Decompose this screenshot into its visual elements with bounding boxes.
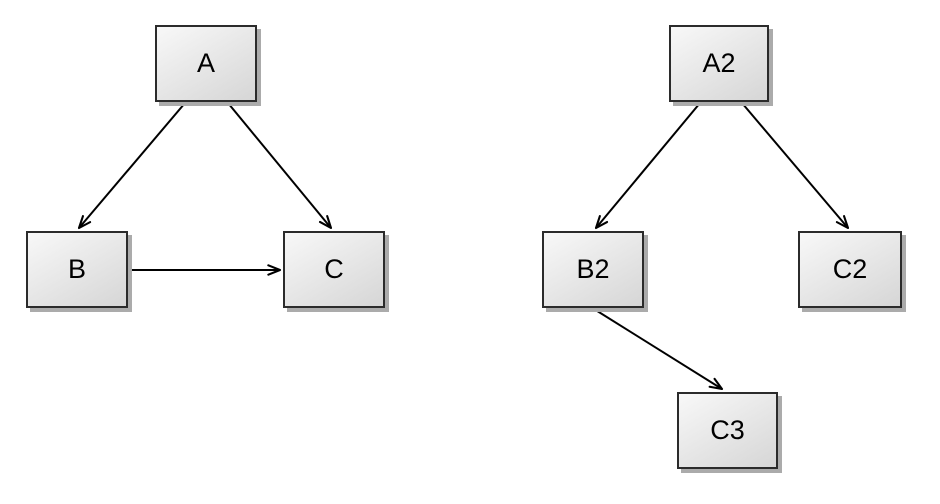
node-label: A xyxy=(196,48,215,78)
edge-A2-C2 xyxy=(741,102,850,230)
edge-A-C xyxy=(227,102,333,230)
edge-A2-B2 xyxy=(594,102,701,230)
node-B[interactable]: B xyxy=(26,231,128,308)
edge-group xyxy=(77,102,850,391)
node-label: C xyxy=(324,254,344,284)
node-A2[interactable]: A2 xyxy=(669,25,769,102)
node-C3[interactable]: C3 xyxy=(677,392,778,469)
node-label: A2 xyxy=(702,48,736,78)
edge-A-B xyxy=(77,102,186,230)
node-C2[interactable]: C2 xyxy=(798,231,902,308)
node-label: C3 xyxy=(710,415,745,445)
node-label: C2 xyxy=(832,254,868,284)
node-C[interactable]: C xyxy=(283,231,385,308)
node-label: B xyxy=(67,254,86,284)
node-A[interactable]: A xyxy=(155,25,257,102)
node-B2[interactable]: B2 xyxy=(542,231,644,308)
edge-B2-C3 xyxy=(593,308,724,391)
node-label: B2 xyxy=(576,254,610,284)
